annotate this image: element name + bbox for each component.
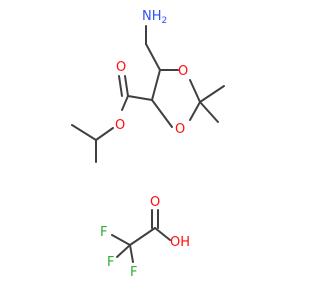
bond [118,75,123,97]
bond [189,79,201,103]
bond [129,227,156,246]
ring-oxygen-label: O [175,122,185,137]
ring-oxygen-label: O [178,64,188,79]
fluorine-label: F [100,225,107,240]
molecule-drawing: NH2 O O O O O OH F F F [71,9,225,280]
carbonyl-oxygen-label: O [150,195,160,210]
bond [154,227,171,241]
bond [199,101,219,123]
bond [71,124,97,141]
bond [189,101,201,121]
amine-label: NH2 [142,9,167,26]
bond [124,75,129,97]
bond [151,69,161,101]
carbonyl-oxygen-label: O [116,60,126,75]
hydroxyl-label: OH [170,235,190,250]
structure-diagram: NH2 O O O O O OH F F F [71,9,225,280]
fluorine-label: F [130,265,137,280]
bond [129,244,134,263]
ester-oxygen-label: O [115,118,125,133]
bond [116,244,131,258]
fluorine-label: F [107,255,114,270]
bond [127,95,153,101]
bond [199,85,225,103]
bond [145,43,161,71]
bond [151,99,173,128]
trifluoroacetic-acid-molecule: O OH F F F [100,195,190,280]
bond [121,95,129,111]
bond [95,127,114,141]
dioxolane-ester-molecule: NH2 O O O O [71,9,225,163]
bond [111,234,131,246]
